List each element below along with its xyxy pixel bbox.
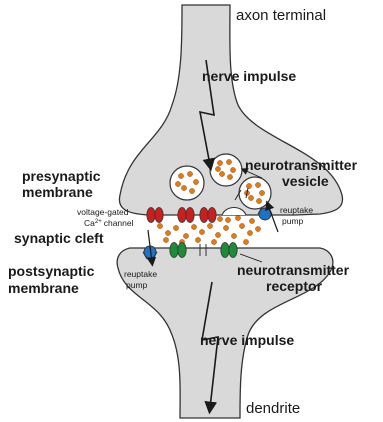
neurotransmitter-dot	[173, 225, 178, 230]
ca-channel	[208, 208, 216, 223]
label-vesicle: vesicle	[282, 173, 329, 189]
label-postsynaptic-membrane: membrane	[8, 280, 79, 296]
neurotransmitter-dot	[255, 182, 260, 187]
label-presynaptic-membrane: membrane	[22, 184, 93, 200]
neurotransmitter-dot	[230, 167, 235, 172]
neurotransmitter-dot	[219, 171, 224, 176]
ca-channel	[155, 208, 163, 223]
neurotransmitter-dot	[227, 174, 232, 179]
receptor	[221, 243, 229, 258]
neurotransmitter-dot	[223, 225, 228, 230]
neurotransmitter-dot	[247, 230, 252, 235]
neurotransmitter-dot	[225, 217, 230, 222]
neurotransmitter-dot	[255, 226, 260, 231]
neurotransmitter-dot	[175, 181, 180, 186]
label-postsynaptic: postsynaptic	[8, 263, 95, 279]
label-nerve-impulse-top: nerve impulse	[202, 68, 296, 84]
label-ca-channel: Ca2+channel	[84, 218, 134, 228]
ca-channels	[147, 208, 216, 223]
neurotransmitter-dot	[183, 233, 188, 238]
neurotransmitter-dot	[189, 188, 194, 193]
receptor	[229, 243, 237, 258]
neurotransmitter-dot	[226, 159, 231, 164]
neurotransmitter-dot	[215, 232, 220, 237]
neurotransmitter-dot	[243, 239, 248, 244]
label-voltage-gated: voltage-gated	[77, 207, 129, 217]
neurotransmitter-dot	[165, 230, 170, 235]
neurotransmitter-dot	[215, 166, 220, 171]
neurotransmitter-dot	[178, 173, 183, 178]
ca-channel	[186, 208, 194, 223]
neurotransmitter-dot	[249, 218, 254, 223]
label-synaptic-cleft: synaptic cleft	[14, 230, 104, 246]
neurotransmitter-dot	[211, 239, 216, 244]
label-receptor: receptor	[266, 278, 323, 294]
neurotransmitter-dot	[191, 224, 196, 229]
label-presynaptic: presynaptic	[22, 168, 101, 184]
label-pump-left: pump	[126, 280, 148, 290]
label-neurotransmitter-receptor: neurotransmitter	[237, 262, 350, 278]
neurotransmitter-dot	[231, 233, 236, 238]
neurotransmitter-dot	[187, 171, 192, 176]
neurotransmitter-dot	[181, 185, 186, 190]
ca-channel	[200, 208, 208, 223]
label-reuptake-right: reuptake	[280, 205, 313, 215]
neurotransmitter-dot	[246, 183, 251, 188]
vesicle	[170, 166, 204, 200]
ca-channel	[147, 208, 155, 223]
vesicle	[210, 154, 242, 186]
neurotransmitter-dot	[248, 195, 253, 200]
neurotransmitter-dot	[163, 237, 168, 242]
neurotransmitter-dot	[217, 216, 222, 221]
neurotransmitter-dot	[157, 223, 162, 228]
neurotransmitter-dot	[195, 237, 200, 242]
ca-channel	[178, 208, 186, 223]
label-neurotransmitter-vesicle: neurotransmitter	[245, 157, 358, 173]
receptor	[170, 243, 178, 258]
neurotransmitter-dot	[235, 215, 240, 220]
label-pump-right: pump	[282, 216, 304, 226]
neurotransmitter-dot	[259, 190, 264, 195]
neurotransmitter-dot	[199, 229, 204, 234]
label-axon-terminal: axon terminal	[236, 7, 326, 24]
label-dendrite: dendrite	[246, 400, 300, 417]
receptor	[178, 243, 186, 258]
neurotransmitter-dot	[239, 223, 244, 228]
vesicle	[239, 177, 271, 209]
label-reuptake-left: reuptake	[124, 269, 157, 279]
neurotransmitter-dot	[217, 160, 222, 165]
neurotransmitter-dot	[207, 223, 212, 228]
neurotransmitter-dot	[256, 198, 261, 203]
neurotransmitter-dot	[193, 179, 198, 184]
label-nerve-impulse-bottom: nerve impulse	[200, 332, 294, 348]
